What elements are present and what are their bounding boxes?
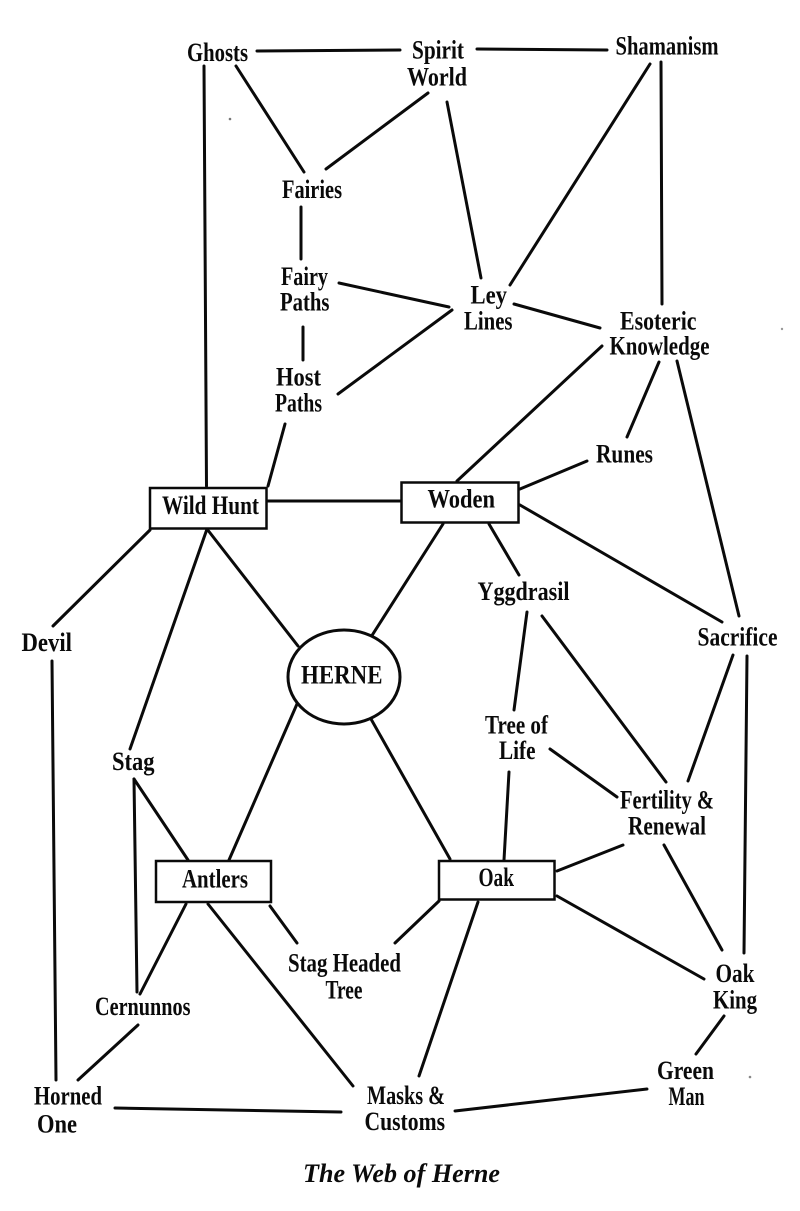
svg-text:Woden: Woden: [428, 485, 496, 514]
svg-text:Tree: Tree: [326, 976, 363, 1005]
svg-text:Sacrifice: Sacrifice: [698, 623, 778, 652]
svg-text:Green: Green: [657, 1056, 714, 1085]
svg-text:Ghosts: Ghosts: [187, 38, 248, 67]
svg-text:The Web of Herne: The Web of Herne: [303, 1159, 500, 1188]
svg-text:Fertility &: Fertility &: [620, 786, 714, 815]
svg-text:Tree of: Tree of: [485, 711, 548, 740]
svg-text:World: World: [407, 63, 467, 92]
svg-text:Fairies: Fairies: [282, 175, 342, 204]
svg-text:Cernunnos: Cernunnos: [95, 992, 191, 1021]
svg-text:Paths: Paths: [280, 288, 330, 317]
svg-text:Life: Life: [499, 736, 536, 765]
svg-text:Wild Hunt: Wild Hunt: [162, 491, 259, 520]
svg-text:Knowledge: Knowledge: [610, 332, 710, 361]
svg-text:Yggdrasil: Yggdrasil: [478, 577, 570, 606]
svg-text:Antlers: Antlers: [182, 865, 248, 894]
svg-text:Esoteric: Esoteric: [620, 307, 697, 336]
svg-text:Lines: Lines: [464, 307, 513, 336]
svg-text:One: One: [37, 1110, 77, 1139]
svg-text:Stag Headed: Stag Headed: [288, 949, 401, 978]
svg-text:Masks &: Masks &: [367, 1081, 445, 1110]
svg-text:Spirit: Spirit: [412, 36, 464, 65]
svg-text:HERNE: HERNE: [301, 661, 383, 690]
svg-text:Ley: Ley: [471, 281, 508, 310]
svg-text:Paths: Paths: [275, 389, 322, 418]
svg-text:Host: Host: [276, 363, 321, 392]
svg-text:King: King: [713, 986, 757, 1015]
svg-text:Renewal: Renewal: [628, 812, 706, 841]
svg-text:Customs: Customs: [365, 1107, 446, 1136]
svg-text:Fairy: Fairy: [281, 262, 328, 291]
svg-text:Horned: Horned: [34, 1082, 102, 1111]
svg-text:Shamanism: Shamanism: [616, 32, 719, 61]
svg-text:Runes: Runes: [596, 440, 653, 469]
svg-text:Devil: Devil: [22, 628, 73, 657]
svg-text:Oak: Oak: [479, 863, 515, 892]
svg-text:Oak: Oak: [716, 959, 755, 988]
svg-text:Man: Man: [669, 1082, 705, 1111]
svg-text:Stag: Stag: [112, 747, 155, 776]
